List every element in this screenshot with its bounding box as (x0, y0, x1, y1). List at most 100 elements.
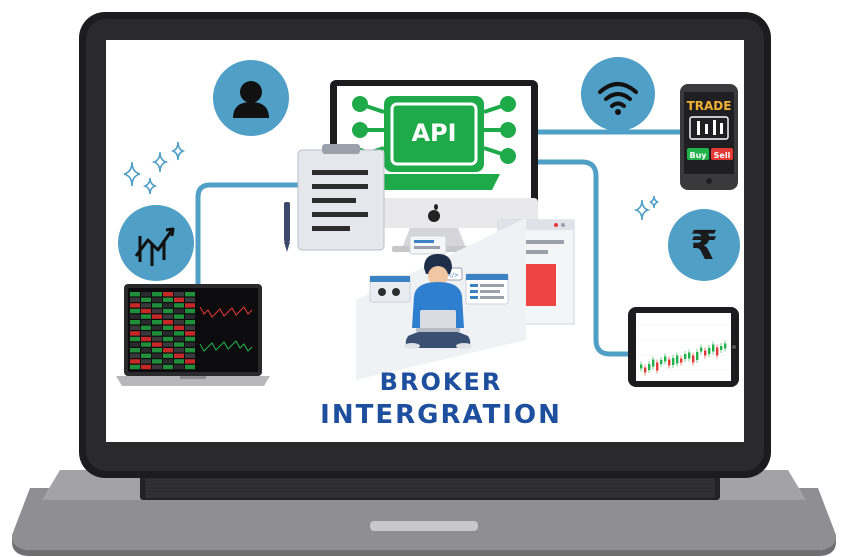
developer-figure: </> (404, 254, 472, 349)
terminal-cell (163, 297, 173, 302)
terminal-cell (152, 292, 162, 297)
terminal-cell (174, 308, 184, 314)
terminal-cell (152, 320, 162, 325)
sell-button[interactable] (711, 148, 733, 160)
terminal-cell (163, 359, 173, 364)
terminal-cell (174, 336, 184, 342)
tablet-candle (664, 356, 667, 362)
terminal-cell (185, 353, 195, 358)
terminal-cell (174, 353, 184, 358)
terminal-cell (130, 320, 140, 325)
terminal-cell (185, 336, 195, 342)
terminal-cell (174, 292, 184, 297)
sparkle-icons (123, 141, 659, 221)
terminal-cell (152, 314, 162, 319)
terminal-cell (130, 342, 140, 347)
terminal-price-line (199, 340, 253, 352)
svg-text:Sell: Sell (714, 151, 731, 160)
tablet-candle (692, 355, 695, 363)
connector-lines (195, 129, 683, 357)
terminal-cell (163, 303, 173, 308)
terminal-cell (185, 325, 195, 330)
wifi-icon (598, 82, 638, 108)
terminal-cell (174, 364, 184, 370)
terminal-cell (152, 303, 162, 308)
terminal-cell (141, 364, 151, 370)
terminal-cell (185, 297, 195, 302)
terminal-cell (163, 331, 173, 336)
terminal-cell (163, 314, 173, 319)
terminal-cell (141, 314, 151, 319)
tablet-candle (656, 362, 659, 371)
terminal-cell (152, 331, 162, 336)
pen-icon (284, 202, 290, 252)
terminal-cell (141, 325, 151, 330)
terminal-cell (152, 336, 162, 342)
api-label: API (411, 119, 456, 147)
tablet-candle (712, 344, 715, 352)
tablet-candle (652, 359, 655, 367)
terminal-cell (152, 353, 162, 358)
terminal-cell (185, 364, 195, 370)
tablet-candle (680, 358, 683, 363)
terminal-cell (152, 359, 162, 364)
tablet-candle (724, 343, 727, 349)
terminal-cell (185, 308, 195, 314)
terminal-cell (163, 308, 173, 314)
tablet-candle (684, 354, 687, 359)
floating-windows (369, 235, 509, 305)
svg-text:</>: </> (448, 272, 459, 279)
terminal-cell (163, 336, 173, 342)
candlestick-tablet (628, 307, 739, 387)
terminal-cell (130, 314, 140, 319)
user-icon (233, 81, 269, 118)
tablet-candle (644, 367, 647, 373)
terminal-cells (130, 292, 253, 370)
tablet-candles (640, 340, 727, 376)
trend-chart-badge (118, 205, 194, 281)
terminal-cell (130, 303, 140, 308)
tablet-candle (648, 364, 651, 370)
terminal-cell (174, 348, 184, 353)
terminal-cell (130, 308, 140, 314)
laptop-notch (370, 521, 478, 531)
tablet-candle (676, 355, 679, 364)
terminal-cell (152, 364, 162, 370)
terminal-cell (163, 353, 173, 358)
terminal-cell (152, 297, 162, 302)
terminal-cell (174, 325, 184, 330)
apple-logo-icon (428, 204, 440, 222)
terminal-cell (163, 348, 173, 353)
terminal-cell (185, 303, 195, 308)
terminal-cell (163, 342, 173, 347)
terminal-cell (141, 353, 151, 358)
terminal-cell (174, 303, 184, 308)
tablet-candle (700, 347, 703, 352)
svg-text:Buy: Buy (689, 151, 707, 160)
tablet-candle (668, 359, 671, 366)
title-line-1: BROKER (380, 368, 503, 396)
terminal-cell (152, 342, 162, 347)
terminal-cell (141, 297, 151, 302)
trade-label: TRADE (687, 99, 732, 113)
terminal-cell (185, 359, 195, 364)
terminal-cell (141, 359, 151, 364)
gear-icon (378, 288, 400, 296)
buy-button[interactable] (687, 148, 709, 160)
terminal-cell (141, 348, 151, 353)
terminal-cell (174, 320, 184, 325)
tablet-candle (660, 360, 663, 364)
tablet-candle (704, 350, 707, 356)
terminal-cell (130, 325, 140, 330)
terminal-cell (185, 331, 195, 336)
terminal-cell (130, 336, 140, 342)
terminal-cell (174, 331, 184, 336)
terminal-cell (141, 336, 151, 342)
terminal-cell (141, 292, 151, 297)
terminal-cell (185, 320, 195, 325)
terminal-cell (185, 292, 195, 297)
tablet-candle (688, 352, 691, 359)
terminal-cell (130, 364, 140, 370)
terminal-cell (163, 320, 173, 325)
